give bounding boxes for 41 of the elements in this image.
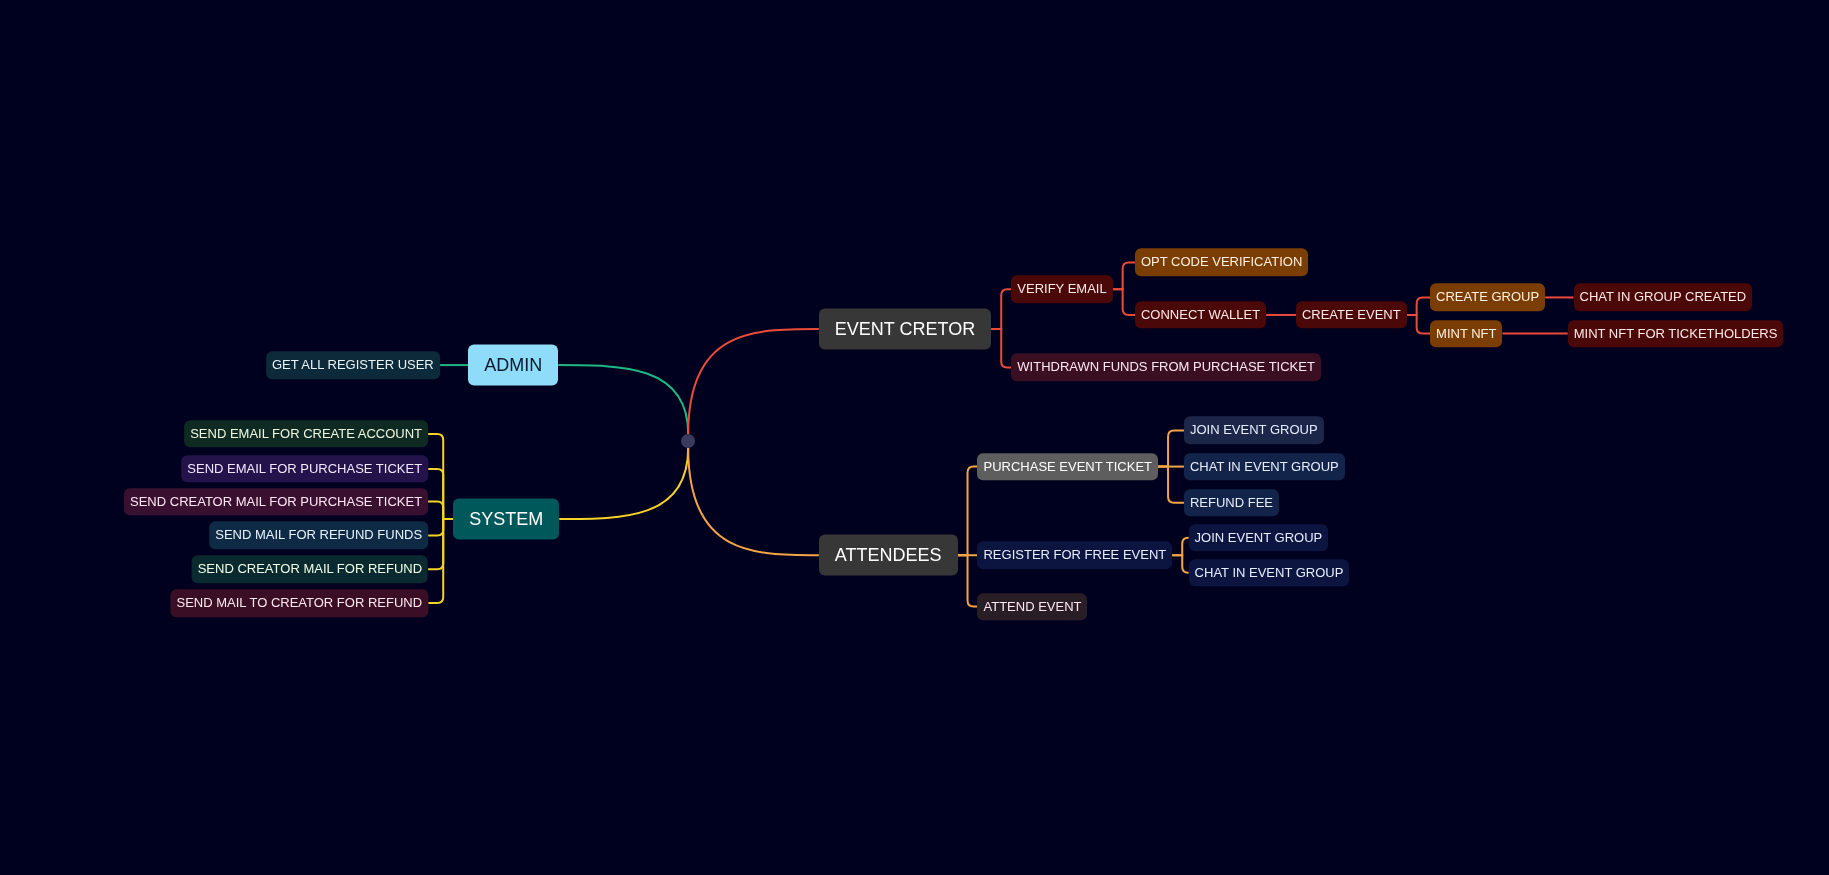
topic-box: SYSTEM bbox=[453, 498, 560, 540]
branch-line bbox=[1171, 554, 1190, 574]
branch-line bbox=[427, 518, 455, 605]
topic-box: ADMIN bbox=[468, 344, 559, 386]
branch-line bbox=[687, 446, 820, 557]
subtopic-box: SEND CREATOR MAIL FOR PURCHASE TICKET bbox=[124, 487, 429, 516]
subtopic-box: SEND EMAIL FOR PURCHASE TICKET bbox=[181, 455, 429, 483]
branch-line bbox=[1265, 313, 1297, 316]
subtopic-box: CHAT IN EVENT GROUP bbox=[1183, 452, 1345, 481]
subtopic-box: VERIFY EMAIL bbox=[1011, 275, 1113, 303]
topic-box: ATTENDEES bbox=[818, 534, 958, 576]
subtopic-box: CREATE GROUP bbox=[1430, 283, 1546, 312]
subtopic-box: CHAT IN GROUP CREATED bbox=[1573, 283, 1753, 312]
subtopic-box: ATTEND EVENT bbox=[977, 592, 1088, 621]
subtopic-box: SEND CREATOR MAIL FOR REFUND bbox=[191, 555, 429, 583]
subtopic-box: CREATE EVENT bbox=[1295, 301, 1407, 329]
subtopic-box: REFUND FEE bbox=[1183, 489, 1279, 517]
branch-line bbox=[956, 554, 979, 608]
branch-line bbox=[1405, 313, 1432, 335]
topic-box: EVENT CRETOR bbox=[818, 308, 992, 350]
subtopic-box: MINT NFT FOR TICKETHOLDERS bbox=[1567, 319, 1784, 348]
subtopic-box: SEND EMAIL FOR CREATE ACCOUNT bbox=[184, 420, 429, 448]
subtopic-box: SEND MAIL TO CREATOR FOR REFUND bbox=[170, 589, 429, 617]
subtopic-box: REGISTER FOR FREE EVENT bbox=[977, 541, 1173, 569]
branch-line bbox=[990, 327, 1013, 369]
branch-line bbox=[1501, 332, 1569, 335]
subtopic-box: SEND MAIL FOR REFUND FUNDS bbox=[209, 521, 429, 550]
subtopic-box: MINT NFT bbox=[1430, 319, 1503, 348]
subtopic-box: CHAT IN EVENT GROUP bbox=[1188, 558, 1350, 587]
subtopic-box: CONNECT WALLET bbox=[1134, 301, 1267, 329]
subtopic-box: JOIN EVENT GROUP bbox=[1183, 416, 1324, 445]
subtopic-box: JOIN EVENT GROUP bbox=[1188, 524, 1329, 552]
subtopic-box: OPT CODE VERIFICATION bbox=[1134, 248, 1309, 277]
branch-line bbox=[1157, 465, 1185, 504]
subtopic-box: PURCHASE EVENT TICKET bbox=[977, 452, 1159, 481]
branch-line bbox=[438, 364, 470, 367]
subtopic-box: GET ALL REGISTER USER bbox=[265, 351, 440, 379]
branch-line bbox=[1544, 296, 1575, 299]
branch-line bbox=[1111, 288, 1136, 316]
subtopic-box: WITHDRAWN FUNDS FROM PURCHASE TICKET bbox=[1011, 353, 1321, 382]
branch-line bbox=[687, 327, 820, 435]
